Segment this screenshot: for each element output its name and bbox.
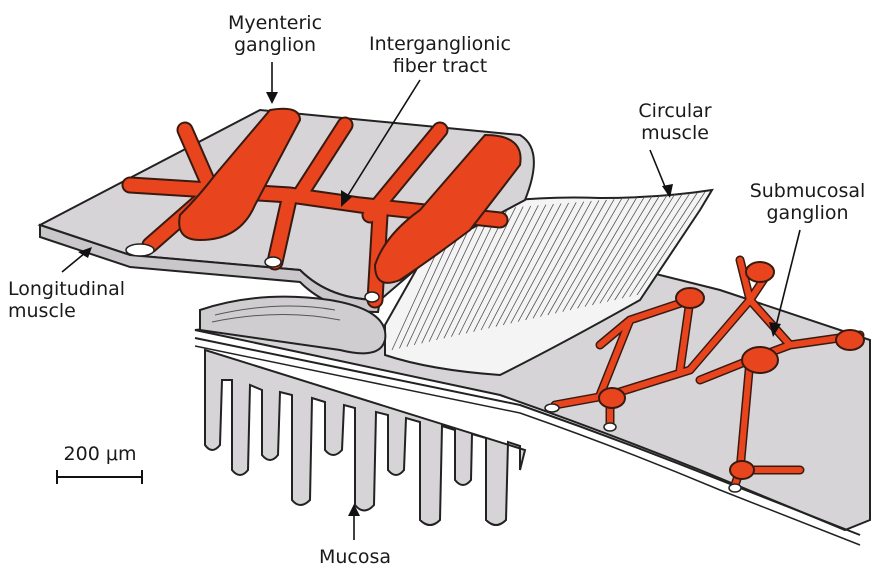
interganglionic-label-line2: fiber tract (365, 55, 515, 77)
mucosa-label: Mucosa (310, 546, 400, 568)
submucosal-label-line1: Submucosal (745, 180, 870, 202)
myenteric-label-line2: ganglion (220, 34, 330, 56)
longitudinal-label-line2: muscle (8, 300, 125, 322)
myenteric-label-line1: Myenteric (220, 12, 330, 34)
circular-label-line1: Circular (620, 100, 730, 122)
circular-muscle-label: Circular muscle (620, 100, 730, 144)
scale-bar-label: 200 μm (55, 443, 145, 465)
longitudinal-muscle-label: Longitudinal muscle (8, 278, 125, 322)
scale-bar (57, 470, 142, 484)
myenteric-ganglion-label: Myenteric ganglion (220, 12, 330, 56)
interganglionic-fiber-tract-label: Interganglionic fiber tract (365, 33, 515, 77)
submucosal-ganglion-label: Submucosal ganglion (745, 180, 870, 224)
circular-label-line2: muscle (620, 122, 730, 144)
submucosal-ganglion (742, 347, 778, 373)
longitudinal-label-line1: Longitudinal (8, 278, 125, 300)
interganglionic-label-line1: Interganglionic (365, 33, 515, 55)
submucosal-label-line2: ganglion (745, 202, 870, 224)
